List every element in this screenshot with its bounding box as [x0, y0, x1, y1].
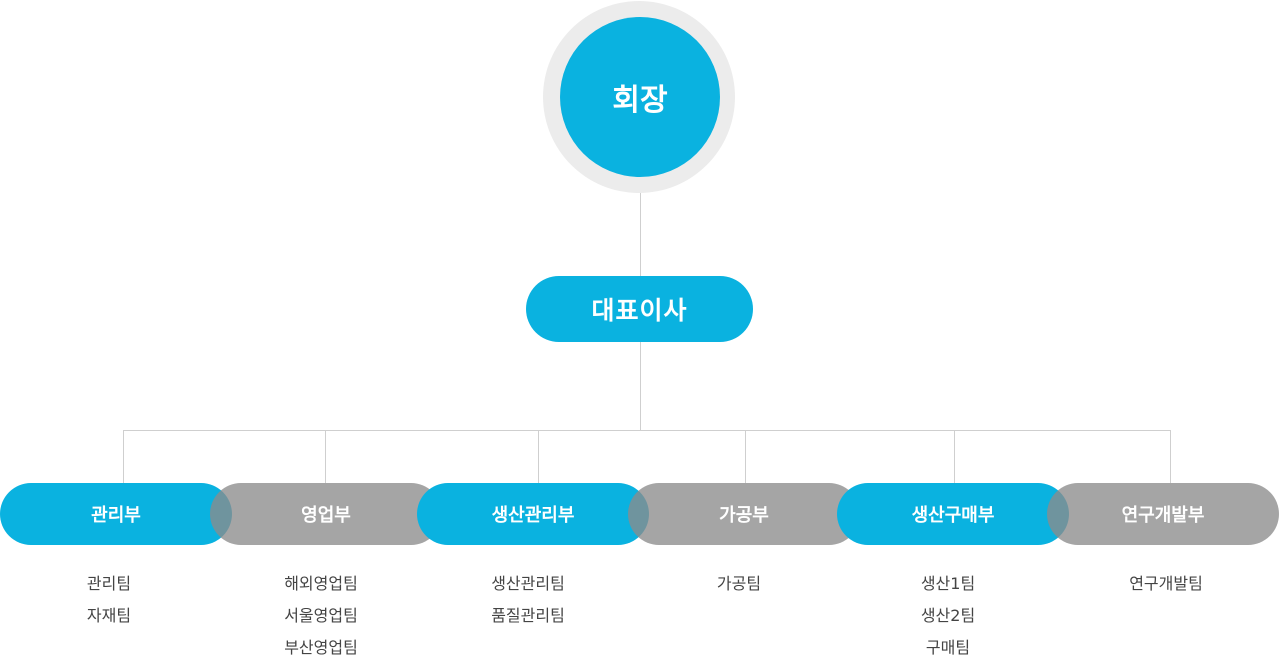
- department-label: 관리부: [91, 505, 141, 526]
- connector-chairman-ceo: [640, 193, 641, 276]
- connector-ceo-branch: [640, 342, 641, 430]
- team-list-management: 관리팀 자재팀: [9, 568, 209, 632]
- department-label: 연구개발부: [1121, 505, 1205, 526]
- department-label: 가공부: [719, 505, 769, 526]
- chairman-label: 회장: [612, 83, 668, 118]
- team-item: 자재팀: [86, 606, 132, 625]
- team-item: 생산1팀: [920, 574, 976, 593]
- team-list-production-management: 생산관리팀 품질관리팀: [428, 568, 628, 632]
- ceo-node: 대표이사: [526, 276, 753, 342]
- connector-dept-2: [325, 430, 326, 483]
- team-item: 서울영업팀: [284, 606, 358, 625]
- team-list-production-purchasing: 생산1팀 생산2팀 구매팀: [848, 568, 1048, 664]
- team-list-processing: 가공팀: [639, 568, 839, 600]
- department-processing: 가공부: [628, 483, 860, 545]
- department-sales: 영업부: [210, 483, 442, 545]
- department-label: 생산관리부: [491, 505, 575, 526]
- department-production-purchasing: 생산구매부: [837, 483, 1069, 545]
- chairman-node: 회장: [560, 17, 720, 177]
- connector-dept-1: [123, 430, 124, 483]
- team-list-sales: 해외영업팀 서울영업팀 부산영업팀: [221, 568, 421, 664]
- team-item: 해외영업팀: [284, 574, 358, 593]
- connector-dept-4: [745, 430, 746, 483]
- team-item: 품질관리팀: [491, 606, 565, 625]
- department-label: 생산구매부: [911, 505, 995, 526]
- department-label: 영업부: [301, 505, 351, 526]
- team-list-rnd: 연구개발팀: [1066, 568, 1266, 600]
- team-item: 관리팀: [86, 574, 132, 593]
- team-item: 구매팀: [925, 638, 971, 657]
- team-item: 생산2팀: [920, 606, 976, 625]
- department-production-management: 생산관리부: [417, 483, 649, 545]
- team-item: 생산관리팀: [491, 574, 565, 593]
- team-item: 가공팀: [716, 574, 762, 593]
- connector-dept-6: [1170, 430, 1171, 483]
- connector-dept-3: [538, 430, 539, 483]
- team-item: 부산영업팀: [284, 638, 358, 657]
- connector-horizontal: [123, 430, 1171, 431]
- team-item: 연구개발팀: [1129, 574, 1203, 593]
- ceo-label: 대표이사: [591, 296, 688, 325]
- department-management: 관리부: [0, 483, 232, 545]
- department-rnd: 연구개발부: [1047, 483, 1279, 545]
- connector-dept-5: [954, 430, 955, 483]
